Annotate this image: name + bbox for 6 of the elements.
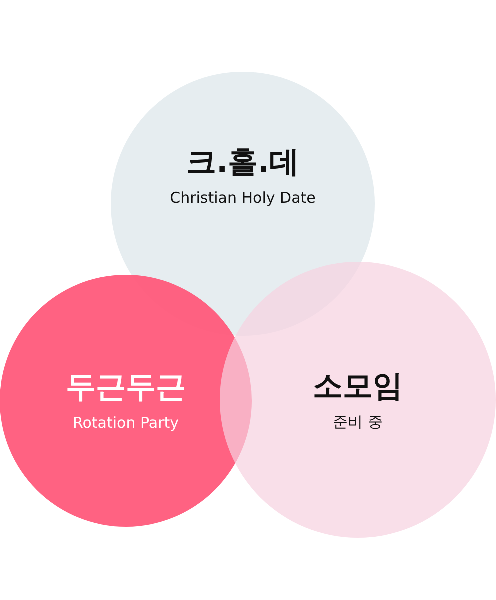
circle-title: 두근두근 bbox=[66, 370, 186, 406]
circle-subtitle: Christian Holy Date bbox=[170, 189, 316, 207]
circle-title: 소모임 bbox=[313, 368, 403, 404]
circle-title: 크.홀.데 bbox=[186, 145, 300, 181]
circle-subtitle: 준비 중 bbox=[333, 412, 383, 432]
circle-subtitle: Rotation Party bbox=[73, 414, 179, 432]
